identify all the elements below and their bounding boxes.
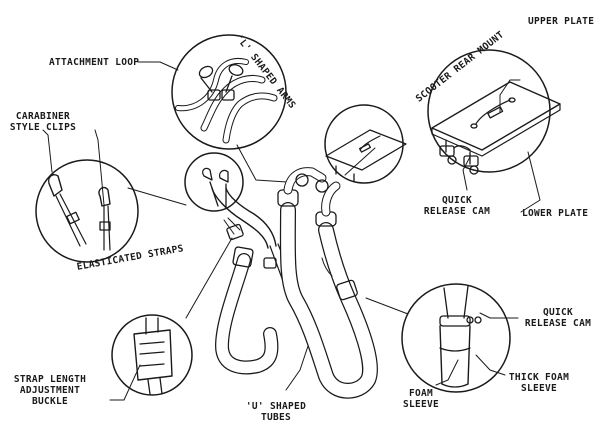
label-carabiner: CARABINER STYLE CLIPS xyxy=(2,111,84,133)
leader-thick-foam xyxy=(475,354,506,376)
label-attachment-loop: ATTACHMENT LOOP xyxy=(49,57,140,68)
leader-lines xyxy=(42,61,541,401)
main-product xyxy=(211,167,378,399)
label-u-shaped-tubes: 'U' SHAPED TUBES xyxy=(236,401,316,423)
leader-carabiner-1 xyxy=(42,129,53,173)
label-strap-buckle: STRAP LENGTH ADJUSTMENT BUCKLE xyxy=(6,374,94,407)
label-carabiner-line2: STYLE CLIPS xyxy=(9,122,77,133)
label-lower-plate: LOWER PLATE xyxy=(522,208,589,219)
label-foam-sleeve: FOAM SLEEVE xyxy=(396,388,446,410)
leader-quick-release-side xyxy=(479,312,519,319)
label-thick-foam-sleeve: THICK FOAM SLEEVE xyxy=(504,372,574,394)
connector-carabiner-callout xyxy=(127,187,187,206)
label-quick-release-cam-top: QUICK RELEASE CAM xyxy=(422,195,492,217)
connector-mount-callout xyxy=(344,147,376,176)
callout-mount xyxy=(427,49,561,175)
label-quick-release-cam-side: QUICK RELEASE CAM xyxy=(523,307,593,329)
leader-carabiner-2 xyxy=(94,129,105,206)
leader-upper-plate xyxy=(499,79,521,113)
leader-foam-sleeve xyxy=(435,359,459,386)
label-quick-release-cam-top-line2: RELEASE CAM xyxy=(423,206,491,217)
leader-quick-release-top xyxy=(462,156,471,191)
label-thick-foam-sleeve-line2: SLEEVE xyxy=(520,383,558,394)
label-thick-foam-sleeve-line1: THICK FOAM xyxy=(508,372,570,383)
label-upper-plate: UPPER PLATE xyxy=(528,16,595,27)
callout-carabiner xyxy=(35,159,139,263)
leader-strap-buckle xyxy=(109,364,141,401)
label-u-shaped-tubes-line1: 'U' SHAPED xyxy=(245,401,307,412)
callout-mount-small xyxy=(324,104,407,184)
callout-arms xyxy=(171,34,287,150)
label-strap-buckle-line2: ADJUSTMENT xyxy=(19,385,81,396)
label-foam-sleeve-line1: FOAM xyxy=(408,388,434,399)
label-strap-buckle-line1: STRAP LENGTH xyxy=(13,374,87,385)
leader-lower-plate xyxy=(520,151,541,213)
connector-arms-callout xyxy=(236,144,288,183)
label-quick-release-cam-side-line2: RELEASE CAM xyxy=(524,318,592,329)
label-strap-buckle-line3: BUCKLE xyxy=(31,396,69,407)
label-u-shaped-tubes-line2: TUBES xyxy=(260,412,292,423)
callout-buckle xyxy=(111,314,193,396)
label-quick-release-cam-side-line1: QUICK xyxy=(542,307,574,318)
connector-buckle-callout xyxy=(185,237,233,319)
label-carabiner-line1: CARABINER xyxy=(15,111,71,122)
leader-u-tubes xyxy=(285,339,311,391)
connector-sleeve-callout xyxy=(365,297,409,315)
leader-attachment-loop xyxy=(137,61,179,71)
callout-clips-small xyxy=(184,152,244,212)
label-foam-sleeve-line2: SLEEVE xyxy=(402,399,440,410)
callout-sleeve xyxy=(401,283,511,393)
label-quick-release-cam-top-line1: QUICK xyxy=(441,195,473,206)
